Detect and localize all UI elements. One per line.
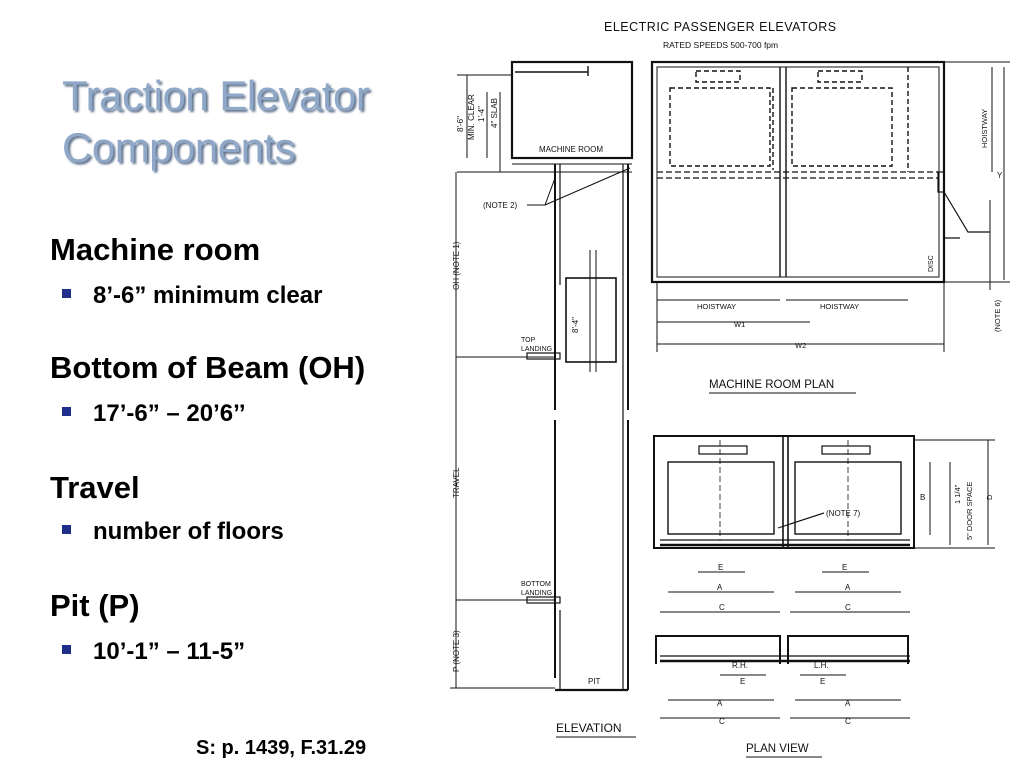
one-quarter-label: 1 1/4" <box>953 484 962 504</box>
bottom-landing-label-1: BOTTOM <box>521 581 551 588</box>
machine-left <box>695 70 741 83</box>
car-left <box>667 461 775 535</box>
slide-title-line-2: Components <box>62 124 296 171</box>
c-label-right: C <box>845 603 851 612</box>
disc-label: DISC <box>928 255 935 272</box>
note-2-label: (NOTE 2) <box>483 201 518 210</box>
lh-outline <box>787 635 909 664</box>
elevator-drawing: ELECTRIC PASSENGER ELEVATORS RATED SPEED… <box>450 20 1010 758</box>
elevation-caption: ELEVATION <box>556 721 622 735</box>
bullet-machine-room: 8’-6” minimum clear <box>62 282 322 310</box>
rh-label: R.H. <box>732 661 748 670</box>
note-2-leader-2 <box>544 167 631 206</box>
disc-switch <box>937 171 945 193</box>
drawing-title: ELECTRIC PASSENGER ELEVATORS <box>604 20 837 34</box>
slide-title-line-1: Traction Elevator <box>62 72 370 119</box>
pit-label: PIT <box>588 677 601 686</box>
machine-right <box>817 70 863 83</box>
y-label: Y <box>997 171 1003 180</box>
machine-room-plan-caption: MACHINE ROOM PLAN <box>709 379 834 391</box>
counterweight-left <box>698 445 748 455</box>
top-landing-label-2: LANDING <box>521 346 552 353</box>
c-label-lower-right: C <box>845 717 851 726</box>
door-space-label: 5" DOOR SPACE <box>965 482 974 540</box>
note-7-label: (NOTE 7) <box>826 509 861 518</box>
bullet-travel: number of floors <box>62 518 284 546</box>
d-label: D <box>985 494 994 500</box>
drawing-subtitle: RATED SPEEDS 500-700 fpm <box>663 40 778 50</box>
plan-outline <box>653 435 915 549</box>
b-label: B <box>920 493 925 502</box>
dim-clear-label: 8'-6" <box>456 116 465 132</box>
hoistway-vert-label: HOISTWAY <box>980 109 989 148</box>
bullet-text: 8’-6” minimum clear <box>93 282 323 309</box>
car-outline-right <box>791 87 893 167</box>
bullet-square-icon <box>62 525 71 535</box>
dim-clear-label-2: MIN. CLEAR <box>467 94 476 140</box>
oh-label: OH (NOTE 1) <box>452 241 461 290</box>
machine-room-box <box>510 60 634 160</box>
e-label-lower-left: E <box>740 677 745 686</box>
bullet-square-icon <box>62 407 71 417</box>
a-label-lower-left: A <box>717 699 723 708</box>
c-label-lower-left: C <box>719 717 725 726</box>
lh-label: L.H. <box>814 661 829 670</box>
source-citation: S: p. 1439, F.31.29 <box>196 737 367 759</box>
note-2-leader <box>527 177 556 206</box>
note-7-leader-2 <box>777 512 825 529</box>
bullet-square-icon <box>62 289 71 299</box>
car-dimension-label: 8'-4" <box>571 317 580 333</box>
e-label-lower-right: E <box>820 677 825 686</box>
disc-wall <box>943 237 960 282</box>
bullet-text: 17’-6” – 20’6’’ <box>93 400 246 427</box>
w2-label: W2 <box>795 341 806 350</box>
e-label-left: E <box>718 563 723 572</box>
travel-label: TRAVEL <box>452 467 461 498</box>
plan-view-caption: PLAN VIEW <box>746 743 809 755</box>
machine-room-label: MACHINE ROOM <box>539 145 603 154</box>
pit-dim-label: P (NOTE 3) <box>452 630 461 672</box>
bullet-text: 10’-1” – 11-5” <box>93 638 246 665</box>
note-6-step <box>943 191 990 233</box>
bullet-square-icon <box>62 645 71 655</box>
top-landing-sill <box>526 352 561 360</box>
slide-title: Traction Elevator Components <box>62 70 422 174</box>
car-outline-left <box>669 87 771 167</box>
heading-machine-room: Machine room <box>50 232 261 267</box>
heading-pit: Pit (P) <box>50 588 140 623</box>
machine-room-plan: DISC HOISTWAY HOISTWAY W1 W2 HOISTWAY Y … <box>650 60 1010 394</box>
plan-view: (NOTE 7) B 1 1/4" 5" DOOR SPACE D E E A … <box>653 435 995 758</box>
a-label-right: A <box>845 583 851 592</box>
e-label-right: E <box>842 563 847 572</box>
a-label-left: A <box>717 583 723 592</box>
bullet-bottom-of-beam: 17’-6” – 20’6’’ <box>62 400 246 428</box>
heading-bottom-of-beam: Bottom of Beam (OH) <box>50 350 366 385</box>
bullet-text: number of floors <box>93 518 284 545</box>
bottom-landing-label-2: LANDING <box>521 590 552 597</box>
hoistway-right-label: HOISTWAY <box>820 302 859 311</box>
dim-144-label: 1'-4" <box>477 106 486 122</box>
counterweight-right <box>821 445 871 455</box>
a-label-lower-right: A <box>845 699 851 708</box>
top-landing-label-1: TOP <box>521 337 536 344</box>
rh-outline <box>655 635 781 664</box>
bullet-pit: 10’-1” – 11-5” <box>62 638 245 666</box>
elevation-view: MACHINE ROOM 8'-6" MIN. CLEAR 1'-4" 4" S… <box>450 60 636 738</box>
hoistway-left-label: HOISTWAY <box>697 302 736 311</box>
w1-label: W1 <box>734 320 745 329</box>
note-6-label: (NOTE 6) <box>993 299 1002 332</box>
dim-slab-label: 4" SLAB <box>490 98 499 128</box>
c-label-left: C <box>719 603 725 612</box>
bottom-landing-sill <box>526 596 561 604</box>
heading-travel: Travel <box>50 470 140 505</box>
